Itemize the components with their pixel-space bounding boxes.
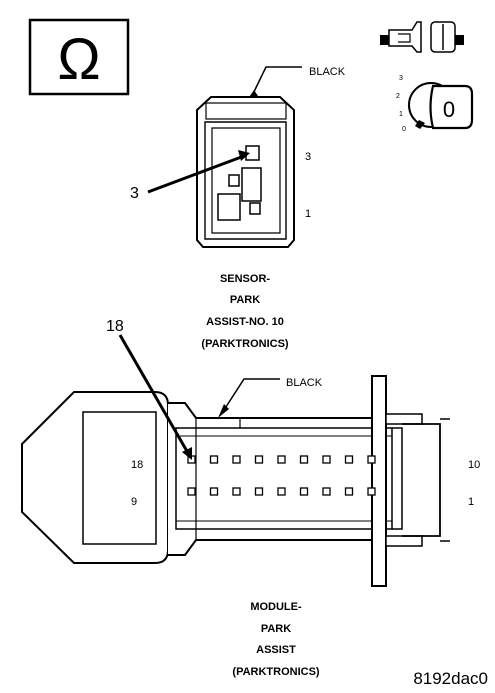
pin-cavity-top (209, 455, 219, 464)
pin-cavity-top (344, 455, 354, 464)
module-caption-line-3: ASSIST (256, 644, 296, 656)
key-position-3: 3 (399, 75, 403, 82)
module-pin-18-label: 18 (131, 459, 143, 471)
pin-cavity-top (232, 455, 241, 464)
module-caption-line-1: MODULE- (250, 601, 302, 613)
module-caption-line-4: (PARKTRONICS) (232, 666, 320, 678)
sensor-pin-3-label: 3 (305, 151, 311, 163)
pin-cavity-bottom (299, 487, 309, 496)
key-position-2: 2 (396, 93, 400, 100)
ignition-key-icon: 3 2 1 0 0 (396, 75, 474, 133)
module-wire-color-label: BLACK (286, 377, 323, 389)
pin-cavity-top (254, 455, 264, 464)
key-position-1: 1 (399, 111, 403, 118)
pin-cavity-bottom (322, 487, 331, 496)
pin-cavity-bottom (209, 487, 219, 496)
module-pin-1-label: 1 (468, 496, 474, 508)
sensor-wire-color-label: BLACK (309, 66, 346, 78)
sensor-pin-1-label: 1 (305, 208, 311, 220)
pin-cavity-bottom (367, 487, 376, 496)
ohm-symbol: Ω (57, 27, 100, 92)
sensor-callout-3: 3 (130, 185, 139, 202)
sensor-caption: SENSOR- PARK ASSIST-NO. 10 (PARKTRONICS) (201, 273, 289, 350)
sensor-caption-line-4: (PARKTRONICS) (201, 338, 289, 350)
pin-cavity-bottom (254, 487, 264, 496)
pin-cavity-bottom (344, 487, 354, 496)
pin-row-top (187, 455, 376, 464)
ohm-meter-icon: Ω (28, 18, 130, 96)
module-caption-line-2: PARK (261, 623, 291, 635)
sensor-caption-line-1: SENSOR- (220, 273, 270, 285)
pin-cavity-bottom (232, 487, 241, 496)
module-pin-9-label: 9 (131, 496, 137, 508)
pin-cavity-top (367, 455, 376, 464)
module-pin-10-label: 10 (468, 459, 480, 471)
module-callout-18: 18 (106, 318, 124, 335)
figure-id: 8192dac0 (413, 669, 488, 688)
key-position-0: 0 (402, 126, 406, 133)
key-digit: 0 (443, 97, 455, 122)
pin-cavity-bottom (277, 487, 286, 496)
pin-cavity-top (277, 455, 286, 464)
pin-cavity-bottom (187, 487, 196, 496)
pin-row-bottom (187, 487, 376, 496)
module-caption: MODULE- PARK ASSIST (PARKTRONICS) (232, 601, 320, 678)
module-connector: BLACK 18 18 10 9 1 (21, 318, 480, 587)
sensor-caption-line-3: ASSIST-NO. 10 (206, 316, 284, 328)
pin-cavity-top (322, 455, 331, 464)
pin-cavity-top (299, 455, 309, 464)
sensor-caption-line-2: PARK (230, 294, 260, 306)
sensor-connector: BLACK 3 3 1 (130, 66, 346, 248)
connector-probe-icon (380, 21, 464, 53)
